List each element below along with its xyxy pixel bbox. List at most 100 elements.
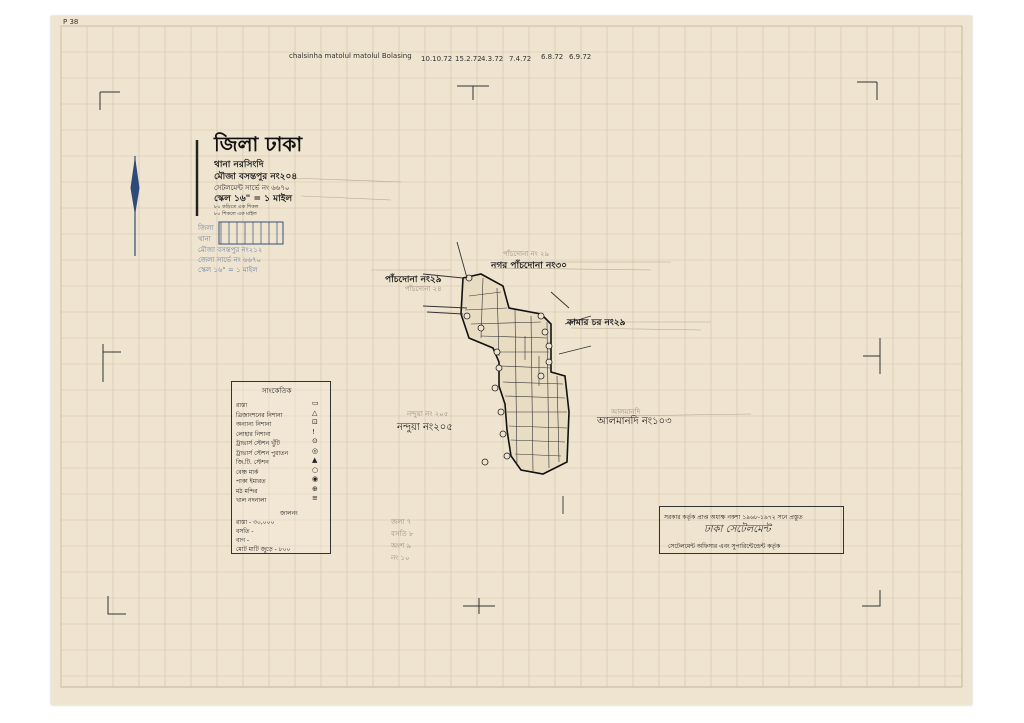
faint-note-2: বসতি ৮ [391,530,414,538]
legend-item-symbol: △ [312,408,318,417]
stamp-line-1: জিলা [198,224,214,232]
parcel-line [480,335,548,339]
tie-line [426,311,464,315]
thana-line: থানা নরসিংদি [214,160,264,170]
scale-line: স্কেল ১৬" = ১ মাইল [214,194,293,204]
legend-item-symbol: ⊡ [312,418,318,426]
neighbor-southeast: আলমানদি নং১০৩ [597,416,672,427]
mouza-map-drawing [99,81,881,615]
scale-note-1: ৮০ কড়িতে এক শিকল [214,204,259,210]
faint-note-1: জলা ৭ [391,518,412,526]
certificate-box: সরকার কর্তৃক প্রাপ্ত অধ্যক্ষ নকশা ১৯৬৮-১… [659,506,844,554]
faint-survey-line [290,177,402,183]
date-6: 6.9.72 [569,53,592,61]
faint-survey-line [570,327,702,331]
legend-extra-line: বাগ - [236,537,250,544]
legend-item-symbol: ≡ [312,494,318,502]
tie-line [564,315,592,325]
scale-note-2: ৮০ শিকলে এক মাইল [214,211,257,217]
mouza-boundary [460,273,570,475]
legend-item-label: পাকা ইমারত [236,478,266,485]
stamp-line-4: জেলা সার্ভে নং ৬৬৭০ [198,256,262,264]
legend-extra-line: মোট মাটি জুড়ে - ৮০০ [236,546,291,553]
registration-mark [862,590,881,607]
legend-item-label: লোহার নিশানা [236,430,271,438]
parcel-line [470,321,542,325]
faint-survey-line [300,195,392,201]
faint-survey-line [490,267,652,271]
parcel-line [468,291,502,297]
registration-mark [107,596,126,615]
traverse-station-icon [545,342,553,350]
neighbor-west-small: পাঁচদোনা ২৪ [405,285,442,293]
parcel-line [464,307,508,311]
stamp-line-3: মৌজা বসন্তপুর নং২১২ [198,246,263,254]
district-title: জিলা ঢাকা [214,132,303,156]
neighbor-south: নন্দুয়া নং২০৫ [397,422,453,433]
registration-mark [463,598,495,614]
legend-extra-line: বসতি - [236,528,254,535]
traverse-station-icon [545,358,553,366]
faint-note-3: অংশ ৯ [391,542,411,550]
neighbor-west: পাঁচদোনা নং২৯ [385,275,442,285]
legend-item-label: জি.টি. স্টেশন [236,459,269,466]
map-sheet: P 38 chalsinha matolul matolul Bolasing … [51,16,972,705]
parcel-line [510,439,566,443]
tie-line [550,291,570,309]
traverse-station-icon [499,430,507,438]
neighbor-north: নগর পাঁচদোনা নং৩০ [491,261,567,271]
tie-line [422,305,468,309]
mouza-line: মৌজা বসন্তপুর নং২০৪ [214,172,298,182]
traverse-station-icon [491,384,499,392]
traverse-station-icon [537,312,545,320]
date-4: 7.4.72 [509,55,532,63]
registration-mark [102,344,121,382]
stamp-line-5: স্কেল ১৬" = ১ মাইল [198,266,258,274]
stamp-line-2: থানা [198,235,211,243]
traverse-station-icon [541,328,549,336]
legend-item-label: মঠ মন্দির [236,487,258,495]
legend-item-label: রাস্তা [236,402,248,409]
legend-item-symbol: ◎ [312,446,319,455]
traverse-station-icon [463,312,471,320]
legend-item-label: বেঞ্চ মার্ক [236,468,259,476]
legend-title: সাংকেতিক [262,387,292,395]
parcel-line [530,315,534,473]
legend-box: সাংকেতিক রাস্তা ▭ ত্রিজাংশনের নিশানা △ অন্যা… [231,381,331,554]
certificate-line-3: সেটেলমেন্ট অফিসার এবং সুপারিন্টেন্ডেন্ট … [668,543,781,550]
legend-extra-line: জালনং [280,510,298,517]
certificate-signature: ঢাকা সেটেলমেন্ট [704,524,771,535]
traverse-station-icon [497,408,505,416]
parcel-line [500,365,552,369]
legend-item-symbol: ○ [312,465,319,474]
registration-mark [857,81,878,100]
legend-item-label: ত্রিজাংশনের নিশানা [236,411,283,419]
parcel-line [502,381,564,385]
tie-line [558,345,592,355]
legend-item-label: অন্যান্য নিশানা [236,421,272,428]
stamp-line: chalsinha matolul matolul Bolasing [289,52,412,60]
traverse-station-icon [537,372,545,380]
traverse-station-icon [465,274,473,282]
neighbor-south-small: নন্দুয়া নং ২০৫ [407,410,449,418]
traverse-station-icon [495,364,503,372]
legend-item-symbol: ⊙ [312,437,318,445]
neighbor-east: কামার চর নং২৯ [567,318,626,328]
traverse-station-icon [481,458,489,466]
legend-item-symbol: ▭ [312,399,319,407]
parcel-line [556,375,560,463]
legend-item-label: ট্রাভার্স স্টেশন খুঁটি [236,440,280,447]
parcel-line [496,287,500,357]
neighbor-north-small: পাঁচদোনা নং ২৯ [503,250,550,258]
registration-mark [457,85,489,100]
legend-item-label: ট্রাভার্স স্টেশন পুরাতন [236,449,289,457]
legend-item-symbol: ! [312,427,315,436]
neighbor-southeast-small: আলমানদি [611,408,641,416]
parcel-line [514,453,562,457]
tie-line [422,273,464,279]
faint-note-4: নং ১০ [391,554,410,562]
parcel-line [508,425,568,429]
traverse-station-icon [503,452,511,460]
grid-lines [60,25,963,688]
parcel-line [514,309,518,467]
